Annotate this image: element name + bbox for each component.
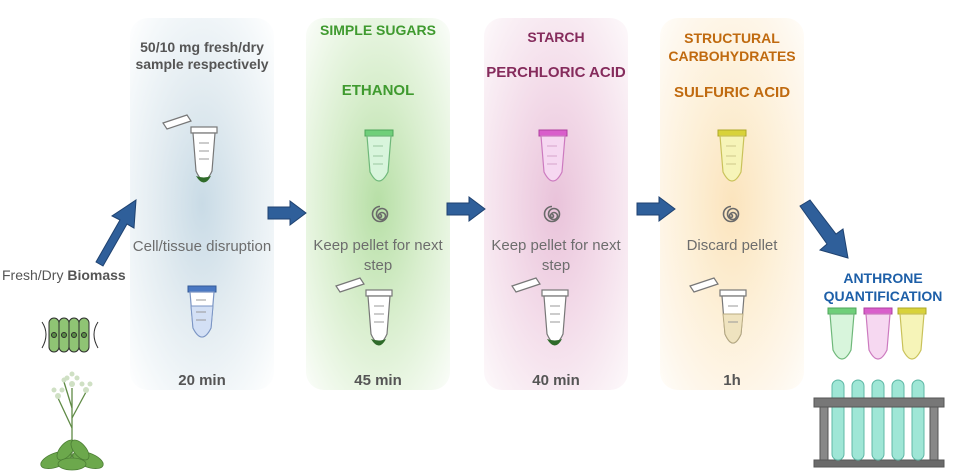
step4-time: 1h: [723, 372, 741, 389]
input-label-plain: Fresh/Dry: [2, 267, 68, 283]
step2-action: Keep pellet for next step: [313, 237, 443, 274]
arrow-icon: [446, 196, 486, 222]
centrifuge-spiral-icon: [722, 205, 740, 223]
tube-icon: [511, 277, 569, 346]
centrifuge-spiral-icon: [371, 205, 389, 223]
step2-reagent: ETHANOL: [341, 82, 415, 99]
step4-reagent: SULFURIC ACID: [673, 84, 791, 101]
arrow-icon: [636, 196, 676, 222]
arrow-icon: [267, 200, 307, 226]
step3-action: Keep pellet for next step: [491, 237, 621, 274]
step2-time: 45 min: [354, 372, 402, 389]
step4-action: Discard pellet: [686, 237, 778, 254]
tube-icon: [187, 285, 217, 338]
arrow-icon: [799, 199, 849, 259]
output-title: ANTHRONE QUANTIFICATION: [823, 270, 943, 304]
input-label: Fresh/Dry Biomass: [2, 267, 152, 284]
step1-header: 50/10 mg fresh/dry sample respectively: [135, 39, 269, 72]
step2-category: SIMPLE SUGARS: [320, 22, 436, 38]
plant-icon: [40, 371, 104, 471]
step3-category: STARCH: [527, 29, 585, 45]
arrow-icon: [95, 199, 137, 267]
step3-time: 40 min: [532, 372, 580, 389]
centrifuge-spiral-icon: [543, 205, 561, 223]
tube-icon: [827, 307, 927, 360]
input-label-bold: Biomass: [67, 267, 126, 283]
cell-cluster-icon: [41, 317, 99, 353]
tube-icon: [335, 277, 393, 346]
tube-icon: [689, 277, 747, 344]
tube-icon: [162, 114, 218, 183]
step4-category: STRUCTURAL CARBOHYDRATES: [668, 30, 796, 64]
tube-icon: [717, 129, 747, 182]
step1-action: Cell/tissue disruption: [132, 238, 272, 255]
tube-icon: [538, 129, 568, 182]
test-tube-rack-icon: [813, 379, 945, 468]
tube-icon: [364, 129, 394, 182]
step1-time: 20 min: [178, 372, 226, 389]
step3-reagent: PERCHLORIC ACID: [486, 64, 626, 81]
